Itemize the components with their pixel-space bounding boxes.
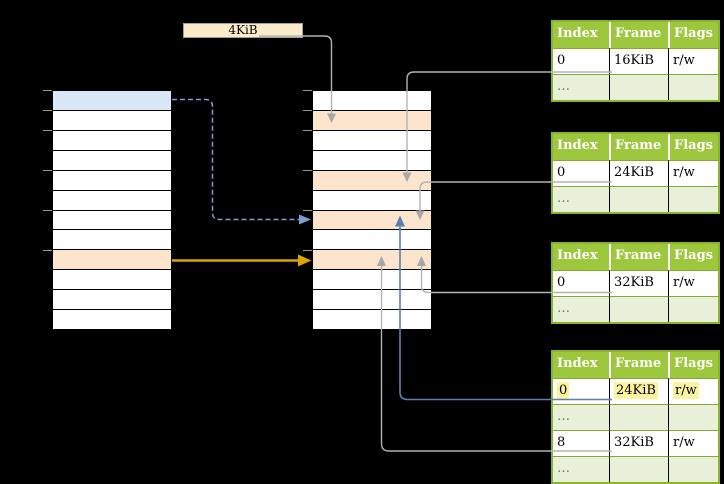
memory-row [313,290,431,311]
table-cell [609,456,668,482]
memory-row [313,130,431,151]
address-tick [303,210,312,211]
column-header: Frame [609,352,668,378]
table-cell [668,456,718,482]
table-cell: 0 [553,48,609,74]
column-header: Frame [609,244,668,270]
arrowhead-right-icon [299,214,311,225]
table-cell: 16KiB [609,48,668,74]
table-cell: r/w [668,48,718,74]
table-cell [609,404,668,430]
virtual-memory-table [52,90,172,330]
address-tick [43,170,52,171]
column-header: Flags [668,352,718,378]
address-tick [303,170,312,171]
table-cell: 8 [553,430,609,456]
column-header: Frame [609,134,668,160]
table-cell [609,74,668,100]
address-tick [303,130,312,131]
memory-row [313,110,431,131]
memory-row [313,170,431,191]
table-cell: r/w [668,270,718,296]
table-cell [668,74,718,100]
memory-row [53,190,171,211]
table-cell [609,296,668,322]
memory-row [53,110,171,131]
table-cell: 32KiB [609,270,668,296]
address-tick [43,110,52,111]
memory-row [53,91,171,111]
table-cell: 24KiB [609,378,668,404]
memory-row [313,250,431,271]
memory-row [53,230,171,251]
table-cell [668,296,718,322]
column-header: Flags [668,134,718,160]
page-size-label: 4KiB [183,23,303,38]
highlighted-value: 0 [557,382,570,399]
table-cell: … [553,74,609,100]
table-cell: r/w [668,430,718,456]
column-header: Index [553,352,609,378]
column-header: Index [553,244,609,270]
memory-row [313,210,431,231]
address-tick [43,130,52,131]
table-cell: r/w [668,378,718,404]
table-cell: … [553,186,609,212]
table-cell: … [553,456,609,482]
memory-row [313,230,431,251]
memory-row [53,150,171,171]
address-tick [43,250,52,251]
highlighted-value: r/w [673,382,699,399]
table-cell: … [553,404,609,430]
table-cell [668,186,718,212]
address-tick [303,110,312,111]
table-cell: … [553,296,609,322]
connector-virtual-to-physical-dashed [172,98,299,221]
memory-row [53,130,171,151]
memory-row [313,270,431,291]
column-header: Index [553,22,609,48]
memory-row [313,190,431,211]
arrowhead-right-icon [298,254,312,267]
table-cell: 0 [553,378,609,404]
memory-row [53,290,171,311]
memory-row [313,310,431,330]
column-header: Flags [668,244,718,270]
table-cell [668,404,718,430]
memory-row [53,270,171,291]
table-cell: 24KiB [609,160,668,186]
memory-row [53,310,171,330]
highlighted-value: 24KiB [614,382,658,399]
physical-memory-table [312,90,432,330]
column-header: Frame [609,22,668,48]
address-tick [303,250,312,251]
address-tick [43,90,52,91]
memory-row [53,170,171,191]
address-tick [303,90,312,91]
table-cell: r/w [668,160,718,186]
column-header: Flags [668,22,718,48]
table-cell: 32KiB [609,430,668,456]
table-cell [609,186,668,212]
memory-row [53,250,171,271]
memory-row [53,210,171,231]
table-cell: 0 [553,160,609,186]
table-cell: 0 [553,270,609,296]
memory-row [313,150,431,171]
column-header: Index [553,134,609,160]
address-tick [43,210,52,211]
memory-row [313,91,431,111]
